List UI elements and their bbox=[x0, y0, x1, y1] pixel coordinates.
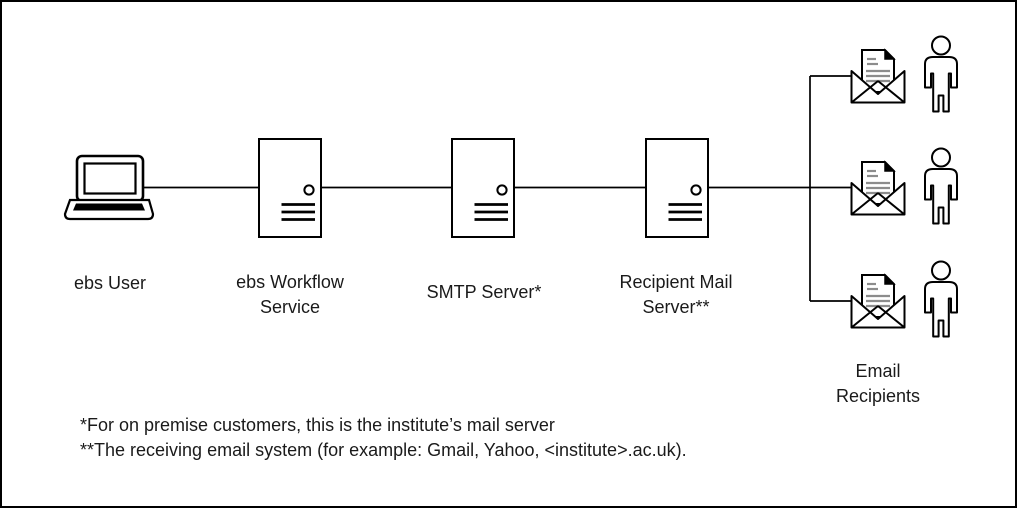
person-icon bbox=[924, 147, 958, 225]
person-icon bbox=[924, 260, 958, 338]
server-icon-smtp bbox=[451, 138, 515, 238]
label-smtp-server: SMTP Server* bbox=[426, 282, 542, 302]
laptop-icon bbox=[63, 154, 155, 221]
label-ebs-user: ebs User bbox=[73, 273, 147, 293]
footnote-smtp-server: *For on premise customers, this is the i… bbox=[80, 415, 555, 435]
server-icon-workflow bbox=[258, 138, 322, 238]
label-email-recipients: Email Recipients bbox=[835, 361, 921, 406]
open-envelope-letter-icon bbox=[850, 273, 906, 329]
label-recipient-mail-server: Recipient Mail Server** bbox=[619, 272, 733, 317]
open-envelope-letter-icon bbox=[850, 160, 906, 216]
label-ebs-workflow-service: ebs Workflow Service bbox=[236, 272, 344, 317]
open-envelope-letter-icon bbox=[850, 48, 906, 104]
server-icon-recipient-mail bbox=[645, 138, 709, 238]
person-icon bbox=[924, 35, 958, 113]
footnote-recipient-mail-server: **The receiving email system (for exampl… bbox=[80, 440, 687, 460]
